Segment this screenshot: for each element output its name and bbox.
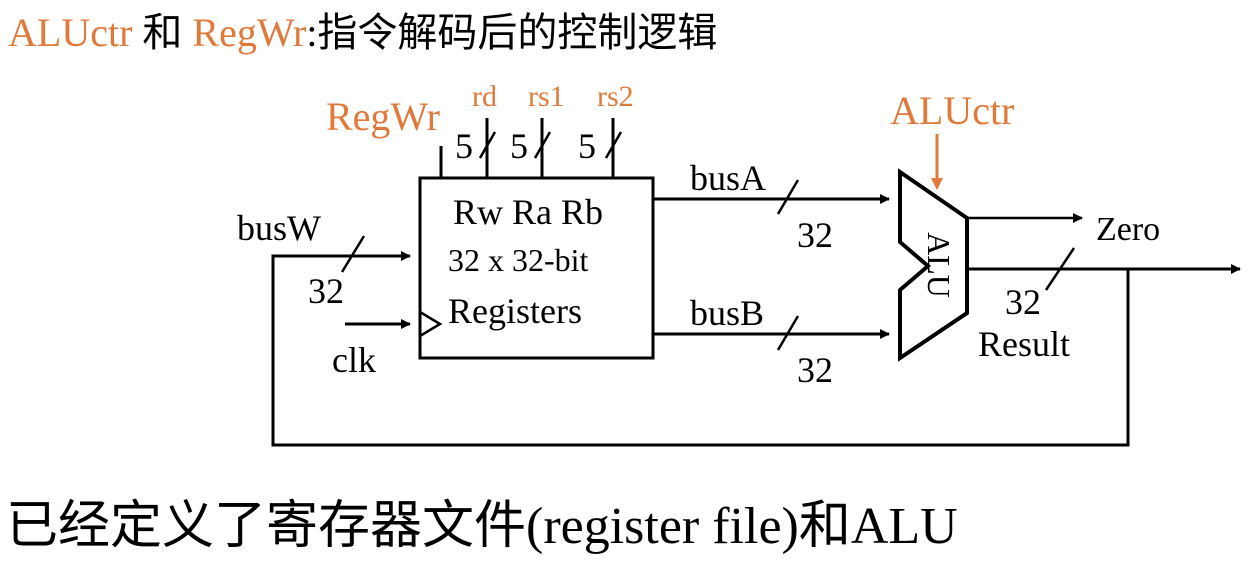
alu-block xyxy=(898,168,969,362)
rd-label: rd xyxy=(472,80,497,113)
rs1-label: rs1 xyxy=(528,80,565,113)
busa-width: 32 xyxy=(797,215,833,255)
alu-label: ALU xyxy=(921,232,957,298)
busa-width-slash xyxy=(776,179,800,215)
rs2-width-slash xyxy=(604,131,623,159)
rd-width-slash xyxy=(478,131,497,159)
subtitle: 已经定义了寄存器文件(register file)和ALU xyxy=(6,498,958,555)
register-file-block xyxy=(418,176,655,360)
result-label: Result xyxy=(978,324,1070,364)
busb-width-slash xyxy=(776,315,800,351)
result-width: 32 xyxy=(1005,282,1041,322)
page-title: ALUctr 和 RegWr:指令解码后的控制逻辑 xyxy=(8,12,717,54)
result-width-slash xyxy=(1044,247,1076,291)
busw-width-slash xyxy=(340,235,366,273)
title-regwr: RegWr xyxy=(192,10,307,55)
rd-width: 5 xyxy=(455,126,473,166)
busw-label: busW xyxy=(237,208,321,248)
busb-label: busB xyxy=(690,293,764,333)
rs1-width-slash xyxy=(533,131,552,159)
busa-label: busA xyxy=(690,158,766,198)
title-rest: :指令解码后的控制逻辑 xyxy=(306,10,718,55)
title-and: 和 xyxy=(132,10,193,55)
busw-width: 32 xyxy=(308,271,344,311)
rs2-label: rs2 xyxy=(597,80,634,113)
clock-triangle xyxy=(419,310,443,338)
feedback-loop-wire xyxy=(271,251,1130,447)
title-aluctr: ALUctr xyxy=(8,10,133,55)
busb-width: 32 xyxy=(797,350,833,390)
rs2-width: 5 xyxy=(578,126,596,166)
aluctr-label: ALUctr xyxy=(890,88,1014,133)
rs1-width: 5 xyxy=(510,126,528,166)
clk-label: clk xyxy=(332,340,376,380)
regfile-size-label: 32 x 32-bit xyxy=(448,242,589,278)
zero-label: Zero xyxy=(1096,211,1160,248)
regwr-label: RegWr xyxy=(326,94,440,139)
regfile-ports-label: Rw Ra Rb xyxy=(453,192,603,232)
regfile-name-label: Registers xyxy=(448,291,582,331)
